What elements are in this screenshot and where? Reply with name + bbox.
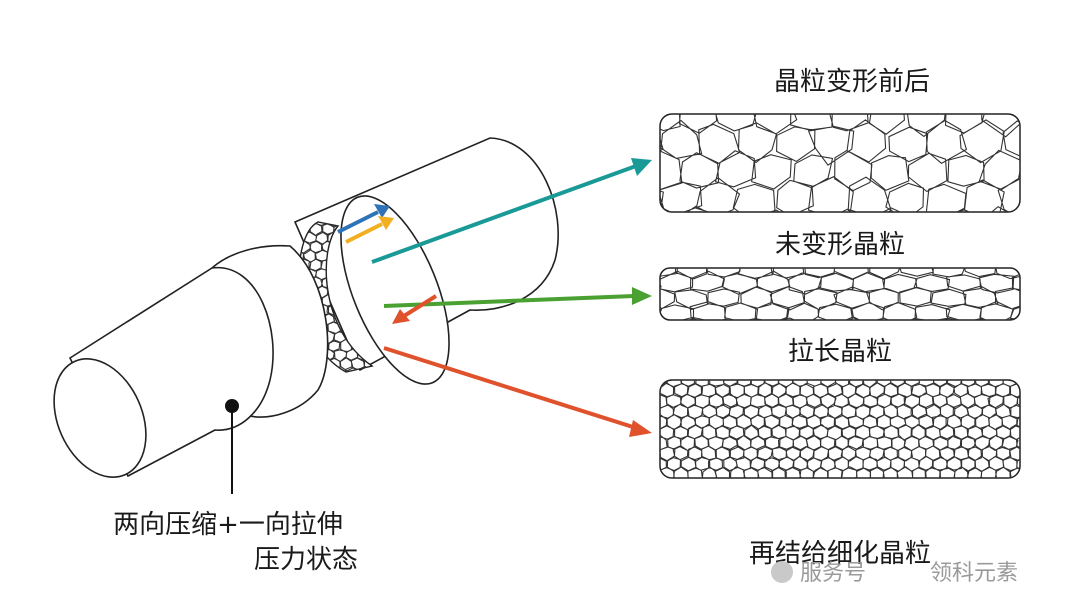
blue-arrow <box>337 210 379 234</box>
yellow-arrow <box>345 222 383 244</box>
red-return-arrowhead <box>392 309 410 324</box>
blue-arrowhead <box>374 204 390 218</box>
yellow-arrowhead <box>378 216 394 230</box>
teal-arrow <box>371 164 637 264</box>
watermark: 服务号 领科元素 <box>771 561 1018 586</box>
red-arrow <box>383 346 637 430</box>
teal-arrowhead <box>631 158 652 176</box>
red-return-arrow <box>402 294 438 318</box>
label-stress-line2: 压力状态 <box>254 545 358 575</box>
label-top-panel: 晶粒变形前后 <box>774 67 930 97</box>
grain-panel-lower <box>659 379 1021 479</box>
watermark-part2: 领科元素 <box>930 561 1018 586</box>
label-lower-panel: 拉长晶粒 <box>788 337 892 367</box>
green-arrowhead <box>632 287 652 305</box>
grain-panel-middle <box>659 267 1021 321</box>
grain-panel-top <box>659 113 1021 213</box>
red-arrowhead <box>629 420 652 437</box>
workpiece <box>53 137 559 494</box>
watermark-icon <box>771 561 793 583</box>
label-middle-panel: 未变形晶粒 <box>775 230 905 260</box>
arrows <box>337 158 652 437</box>
small-cylinder-end <box>53 358 147 478</box>
large-cylinder-band <box>340 195 450 385</box>
watermark-part1: 服务号 <box>800 561 866 586</box>
label-stress-line1: 两向压缩+一向拉伸 <box>113 510 343 540</box>
